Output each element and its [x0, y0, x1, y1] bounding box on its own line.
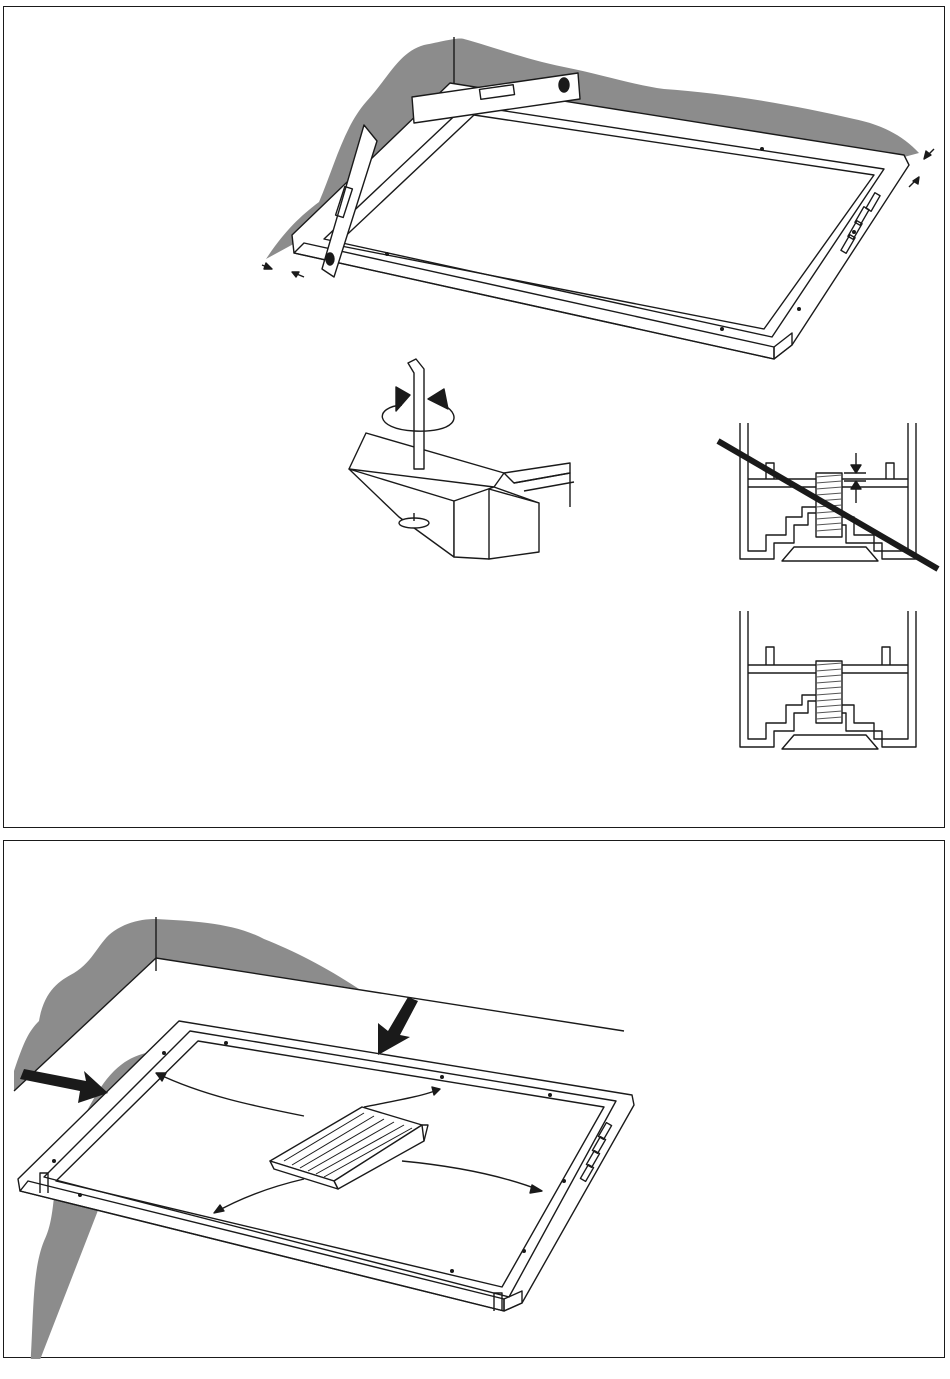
hex-key-icon [408, 359, 424, 469]
rail-end-block [489, 489, 539, 559]
leveling-illustration [4, 7, 946, 829]
instruction-panel-leveling [3, 6, 945, 828]
gap-arrows-right [909, 149, 934, 187]
instruction-panel-grille [3, 840, 945, 1358]
rail-body [349, 469, 454, 557]
foot-base [782, 547, 878, 561]
grille-insertion-illustration [4, 841, 946, 1359]
detail-foot-correct [740, 611, 916, 749]
push-arrow-icon [378, 997, 418, 1055]
gap-arrows-left [262, 263, 304, 277]
detail-foot-incorrect [718, 423, 938, 569]
detail-adjusting-foot [349, 359, 574, 559]
wall-floor-line [156, 958, 624, 1031]
foot-base [782, 735, 878, 749]
